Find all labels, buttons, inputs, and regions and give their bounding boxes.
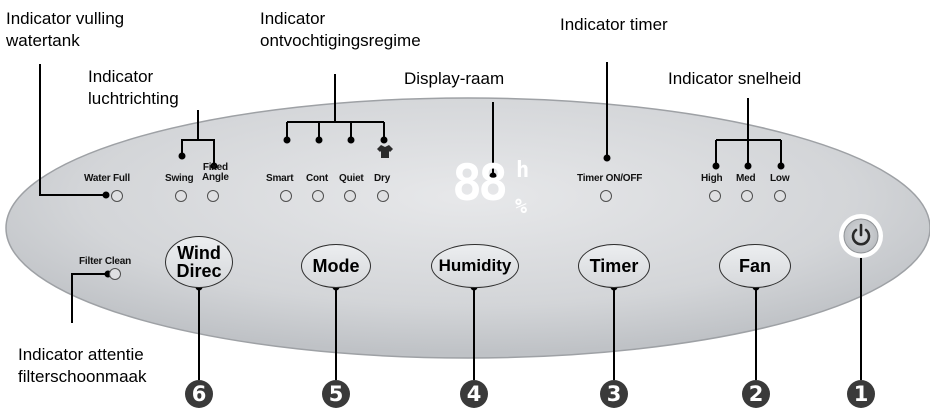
timer-annotation: Indicator timer (560, 15, 668, 34)
wind-direction-button-label: Wind Direc (176, 243, 222, 281)
wind-direction-button[interactable]: Wind Direc (165, 236, 233, 288)
filter-annotation: Indicator attentie filterschoonmaak (18, 345, 147, 386)
filter-clean-led (109, 268, 121, 280)
callout-1: 1 (847, 380, 875, 408)
airflow-annotation: Indicator luchtrichting (88, 67, 179, 108)
med-led (741, 190, 753, 202)
cont-led (312, 190, 324, 202)
water-full-annotation: Indicator vulling watertank (6, 9, 125, 50)
swing-led (175, 190, 187, 202)
filter-clean-label: Filter Clean (79, 256, 132, 267)
leader-lines (39, 62, 862, 380)
low-led (774, 190, 786, 202)
speed-label-high: High (701, 173, 723, 184)
dry-shirt-icon (377, 145, 393, 158)
callout-3: 3 (600, 380, 628, 408)
display-unit-hours: h (516, 158, 530, 183)
timer-button[interactable]: Timer (578, 244, 650, 288)
callout-6: 6 (185, 380, 213, 408)
swing-label: Swing (165, 173, 194, 184)
humidity-button[interactable]: Humidity (431, 244, 519, 288)
power-button[interactable] (839, 214, 883, 258)
dry-led (377, 190, 389, 202)
leader-dots (102, 136, 865, 291)
display-digits: 88 (452, 154, 508, 212)
mode-label-quiet: Quiet (339, 173, 364, 184)
speed-label-low: Low (770, 173, 790, 184)
quiet-led (344, 190, 356, 202)
fixed-angle-label: Fixed Angle (202, 162, 229, 183)
timer-led (600, 190, 612, 202)
mode-label-smart: Smart (266, 173, 294, 184)
water-full-leader (39, 64, 106, 196)
high-led (709, 190, 721, 202)
display-window-annotation: Display-raam (404, 69, 505, 88)
speed-annotation: Indicator snelheid (668, 69, 802, 88)
dehumidify-mode-annotation: Indicator ontvochtigingsregime (260, 9, 421, 50)
speed-label-med: Med (736, 173, 756, 184)
callout-5: 5 (322, 380, 350, 408)
callout-4: 4 (460, 380, 488, 408)
panel-oval (5, 97, 930, 359)
timer-on-off-label: Timer ON/OFF (577, 173, 643, 184)
water-full-label: Water Full (84, 173, 130, 184)
power-icon (851, 228, 871, 246)
power-button-graphic (839, 214, 883, 258)
callout-2: 2 (742, 380, 770, 408)
water-full-led (111, 190, 123, 202)
mode-button[interactable]: Mode (301, 244, 371, 288)
smart-led (280, 190, 292, 202)
display-unit-percent: % (515, 194, 528, 218)
mode-label-dry: Dry (374, 173, 391, 184)
mode-label-cont: Cont (306, 173, 328, 184)
fan-button[interactable]: Fan (719, 244, 791, 288)
fixed-angle-led (207, 190, 219, 202)
